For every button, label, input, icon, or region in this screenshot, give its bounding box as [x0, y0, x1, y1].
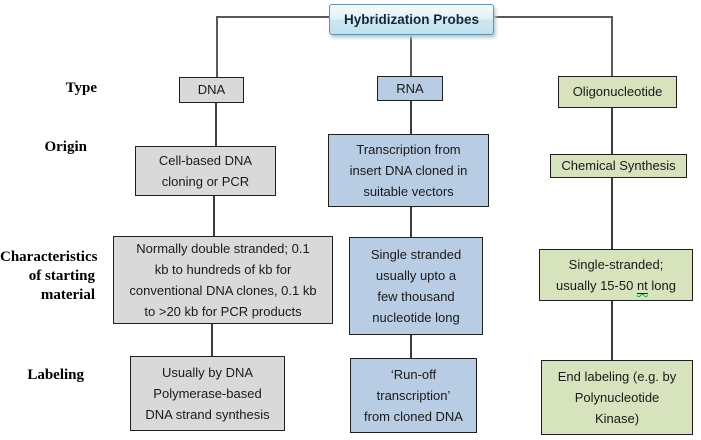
oligo-origin-text: Chemical Synthesis	[561, 158, 676, 174]
rna-characteristics-node: Single stranded usually upto a few thous…	[349, 237, 483, 335]
rna-origin-text: Transcription from insert DNA cloned in …	[349, 141, 468, 200]
dna-origin-node: Cell-based DNA cloning or PCR	[135, 146, 276, 196]
dna-characteristics-node: Normally double stranded; 0.1 kb to hund…	[113, 236, 333, 324]
rna-type-label: RNA	[396, 80, 424, 96]
dna-characteristics-text: Normally double stranded; 0.1 kb to hund…	[129, 240, 317, 320]
connector-root-to-dna-vertical	[216, 16, 218, 78]
rna-labeling-node: ‘Run-off transcription’ from cloned DNA	[350, 358, 477, 433]
connector-dna-origin-to-characteristics	[213, 196, 215, 237]
connector-rna-origin-to-characteristics	[410, 207, 412, 238]
dna-type-node: DNA	[179, 77, 244, 103]
oligo-type-node: Oligonucleotide	[558, 76, 677, 108]
oligo-characteristics-line2-post: long	[647, 278, 676, 293]
oligo-characteristics-node: Single-stranded; usually 15-50 nt long	[539, 249, 693, 301]
connector-rna-characteristics-to-labeling	[410, 335, 412, 359]
connector-dna-characteristics-to-labeling	[211, 324, 213, 357]
oligo-origin-node: Chemical Synthesis	[550, 154, 687, 178]
oligo-characteristics-line1: Single-stranded;	[568, 256, 664, 272]
connector-dna-type-to-origin	[215, 103, 217, 147]
oligo-labeling-node: End labeling (e.g. by Polynucleotide Kin…	[541, 360, 693, 435]
row-label-type: Type	[65, 80, 97, 96]
row-label-origin: Origin	[44, 139, 87, 155]
dna-type-label: DNA	[197, 82, 226, 98]
oligo-characteristics-text: Single-stranded; usually 15-50 nt long	[556, 254, 676, 296]
connector-root-to-dna-horizontal	[216, 16, 330, 18]
dna-origin-text: Cell-based DNA cloning or PCR	[158, 152, 253, 189]
connector-oligo-type-to-origin	[611, 108, 613, 155]
connector-root-to-oligo-horizontal	[493, 16, 613, 18]
rna-type-node: RNA	[377, 76, 443, 101]
dna-labeling-node: Usually by DNA Polymerase-based DNA stra…	[130, 356, 285, 431]
oligo-characteristics-line2-pre: usually 15-50	[556, 278, 637, 293]
oligo-type-label: Oligonucleotide	[572, 84, 663, 100]
row-label-characteristics: Characteristics of starting material	[0, 249, 98, 303]
oligo-labeling-text: End labeling (e.g. by Polynucleotide Kin…	[557, 368, 677, 427]
rna-characteristics-text: Single stranded usually upto a few thous…	[370, 246, 462, 326]
oligo-characteristics-nt: nt	[636, 278, 648, 293]
rna-origin-node: Transcription from insert DNA cloned in …	[328, 134, 489, 207]
row-label-labeling: Labeling	[27, 367, 84, 383]
connector-rna-type-to-origin	[410, 101, 412, 135]
spellcheck-squiggle: nt	[637, 278, 648, 293]
root-node-hybridization-probes: Hybridization Probes	[329, 4, 494, 35]
rna-labeling-text: ‘Run-off transcription’ from cloned DNA	[364, 366, 463, 425]
dna-labeling-text: Usually by DNA Polymerase-based DNA stra…	[145, 364, 270, 423]
connector-oligo-origin-to-characteristics	[611, 178, 613, 250]
connector-root-to-rna-vertical	[410, 34, 412, 77]
connector-root-to-oligo-vertical	[611, 16, 613, 78]
connector-oligo-characteristics-to-labeling	[611, 301, 613, 361]
root-node-title: Hybridization Probes	[343, 11, 480, 27]
